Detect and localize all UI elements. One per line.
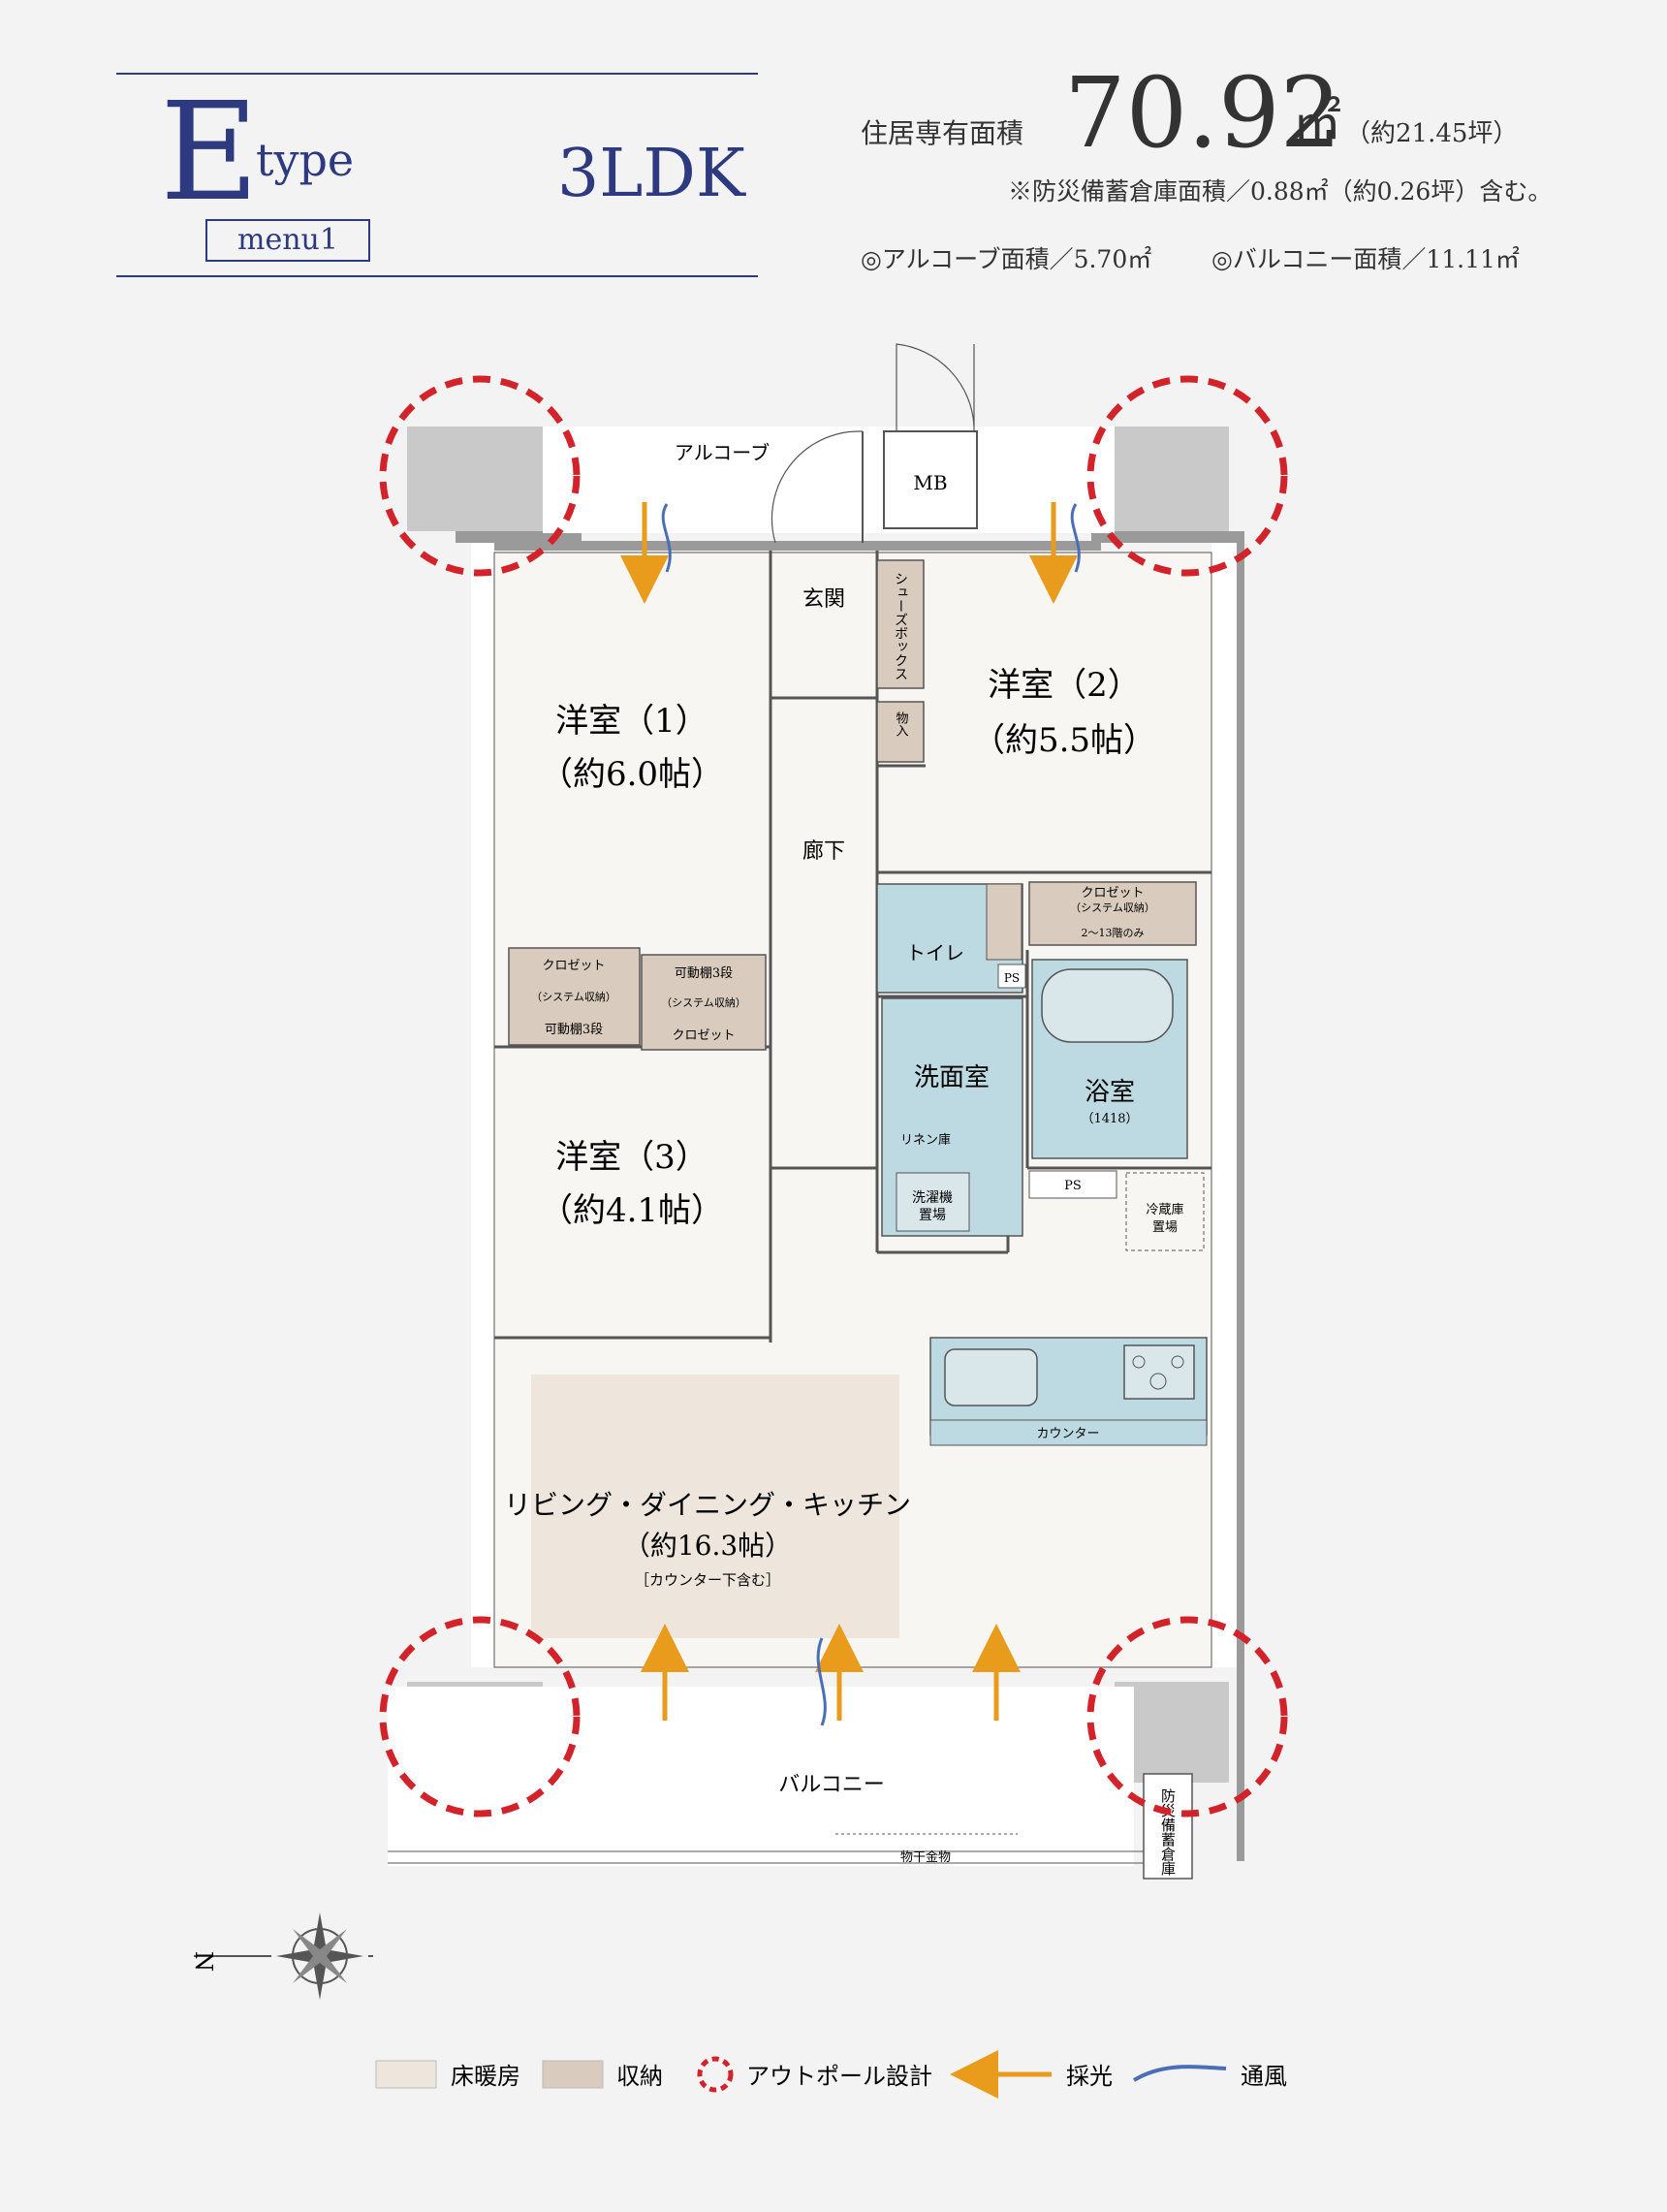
balcony-area: ◎バルコニー面積／11.11㎡	[1211, 245, 1520, 273]
closet-mid-shelf: 可動棚3段	[675, 966, 733, 981]
ps-label-2: PS	[1064, 1179, 1082, 1193]
compass-north: N	[190, 1951, 217, 1972]
washer-label-2: 置場	[919, 1208, 946, 1223]
header-rule-bottom	[116, 275, 758, 277]
disaster-storage	[1143, 1773, 1193, 1880]
closet-mid-sys: （システム収納）	[661, 996, 746, 1009]
type-word: type	[256, 134, 355, 186]
stove	[1123, 1344, 1195, 1400]
legend: 床暖房 収納 アウトポール設計 採光 通風	[375, 2050, 1287, 2099]
closet-room2-sys: （システム収納）	[1070, 901, 1155, 914]
room2-size: （約5.5帖）	[972, 721, 1156, 760]
room1-size: （約6.0帖）	[540, 755, 724, 794]
legend-storage: 収納	[616, 2063, 663, 2090]
shoebox-label: シューズボックス	[893, 572, 908, 680]
ldk-floor-heating	[531, 1375, 899, 1638]
outpole-markers	[379, 375, 1288, 1817]
header-rule-top	[116, 73, 758, 75]
washroom-label: 洗面室	[914, 1063, 990, 1092]
closet-left	[508, 947, 641, 1046]
room3-size: （約4.1帖）	[540, 1191, 724, 1230]
light-arrows	[620, 502, 1078, 1721]
wind-markers	[661, 503, 1081, 1726]
hanging-shelf	[986, 883, 1022, 961]
storage-label: 物入	[894, 711, 909, 737]
area-label: 住居専有面積	[861, 117, 1024, 149]
layout-label: 3LDK	[557, 136, 745, 212]
menu-badge: menu1	[205, 219, 370, 262]
drying-label: 物干金物	[900, 1849, 951, 1865]
legend-light: 採光	[1066, 2063, 1113, 2090]
mb-box	[883, 430, 978, 529]
legend-wind: 通風	[1241, 2063, 1287, 2090]
type-letter: E	[160, 74, 260, 232]
closet-room2	[1028, 881, 1197, 946]
hallway-label: 廊下	[802, 839, 845, 864]
closet-mid-label: クロゼット	[672, 1028, 735, 1043]
ps-label-1: PS	[1004, 971, 1020, 985]
closet-left-label: クロゼット	[542, 959, 605, 973]
area-unit: ㎡	[1293, 94, 1341, 150]
sink	[944, 1348, 1038, 1406]
alcove-label: アルコーブ	[675, 441, 770, 464]
linen-label: リネン庫	[900, 1133, 951, 1148]
shoebox	[876, 559, 925, 689]
closet-mid	[641, 954, 767, 1051]
counter-label: カウンター	[1036, 1427, 1099, 1441]
bath-size: （1418）	[1081, 1112, 1138, 1126]
ldk-name: リビング・ダイニング・キッチン	[504, 1489, 911, 1521]
toilet-label: トイレ	[906, 941, 964, 964]
ldk-note: ［カウンター下含む］	[635, 1571, 780, 1589]
area-value: 70.92	[1064, 56, 1342, 170]
fridge-label: 冷蔵庫	[1146, 1203, 1183, 1217]
entrance-label: 玄関	[802, 587, 845, 612]
ldk-size: （約16.3帖）	[623, 1530, 792, 1562]
room1-name: 洋室（1）	[555, 702, 708, 741]
washer-label: 洗濯機	[912, 1190, 953, 1206]
disaster-storage-label: 防災備蓄倉庫	[1159, 1788, 1177, 1876]
closet-left-sys: （システム収納）	[531, 991, 616, 1003]
balcony-area	[388, 1687, 1134, 1866]
column-nw	[407, 427, 543, 531]
bathroom-label: 浴室	[1085, 1078, 1135, 1107]
legend-floor-heating: 床暖房	[451, 2063, 520, 2090]
area-note: ※防災備蓄倉庫面積／0.88㎡（約0.26坪）含む。	[1008, 177, 1553, 205]
storage-box	[876, 701, 925, 763]
compass-icon	[194, 1912, 373, 2000]
closet-left-shelf: 可動棚3段	[545, 1023, 603, 1037]
mb-label: MB	[913, 471, 947, 494]
column-ne	[1115, 427, 1229, 531]
balcony-label: バルコニー	[778, 1773, 885, 1797]
closet-room2-label: クロゼット	[1081, 886, 1144, 901]
alcove-area: ◎アルコーブ面積／5.70㎡	[861, 245, 1152, 273]
area-tsubo: （約21.45坪）	[1345, 119, 1519, 148]
room3-name: 洋室（3）	[555, 1138, 708, 1177]
fridge-label-2: 置場	[1152, 1220, 1178, 1235]
room2-name: 洋室（2）	[988, 666, 1141, 705]
legend-outpole: アウトポール設計	[746, 2063, 932, 2090]
closet-room2-note: 2～13階のみ	[1082, 926, 1145, 939]
